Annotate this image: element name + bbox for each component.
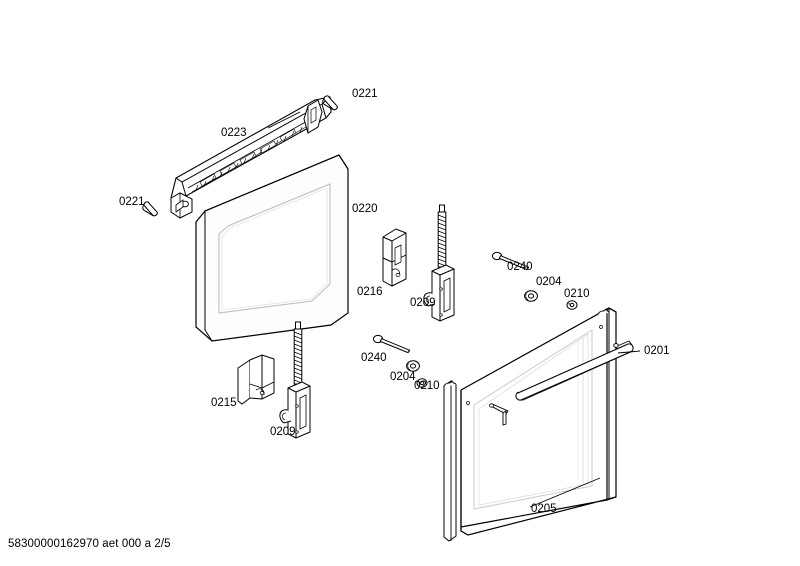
part-0204-washer-lower: [406, 360, 420, 372]
leader-lines: [267, 111, 641, 508]
callout-0205: 0205: [531, 503, 557, 515]
part-0204-washer-upper: [524, 290, 538, 302]
callout-0215: 0215: [211, 397, 237, 409]
part-0201-door-handle: [515, 340, 634, 401]
callout-0210-lower: 0210: [414, 380, 440, 392]
callout-0210-upper: 0210: [564, 288, 590, 300]
part-0209-hinge-lower: [279, 321, 311, 439]
callout-0201: 0201: [644, 345, 670, 357]
callout-0216: 0216: [357, 286, 383, 298]
callout-0220: 0220: [352, 203, 378, 215]
sheet-footer: 58300000162970 aet 000 a 2/5: [8, 538, 171, 550]
part-0215-clip: [237, 354, 275, 405]
callout-0221-top: 0221: [352, 88, 378, 100]
callout-0204-upper: 0204: [536, 276, 562, 288]
callout-0223: 0223: [221, 127, 247, 139]
callout-0209-lower: 0209: [270, 426, 296, 438]
callout-0204-lower: 0204: [390, 371, 416, 383]
part-0240-screw-lower: [372, 334, 411, 354]
callout-0221-left: 0221: [119, 196, 145, 208]
callout-0240-upper: 0240: [507, 261, 533, 273]
part-0220-inner-glass-panel: [195, 154, 349, 342]
part-0223-trim-bar: [170, 96, 332, 219]
callout-0240-lower: 0240: [361, 352, 387, 364]
part-0210-lock-washer-upper: [566, 300, 578, 310]
callout-0209-upper: 0209: [410, 297, 436, 309]
part-0216-bracket: [382, 228, 407, 287]
part-0205-outer-door-panel: [443, 307, 617, 542]
